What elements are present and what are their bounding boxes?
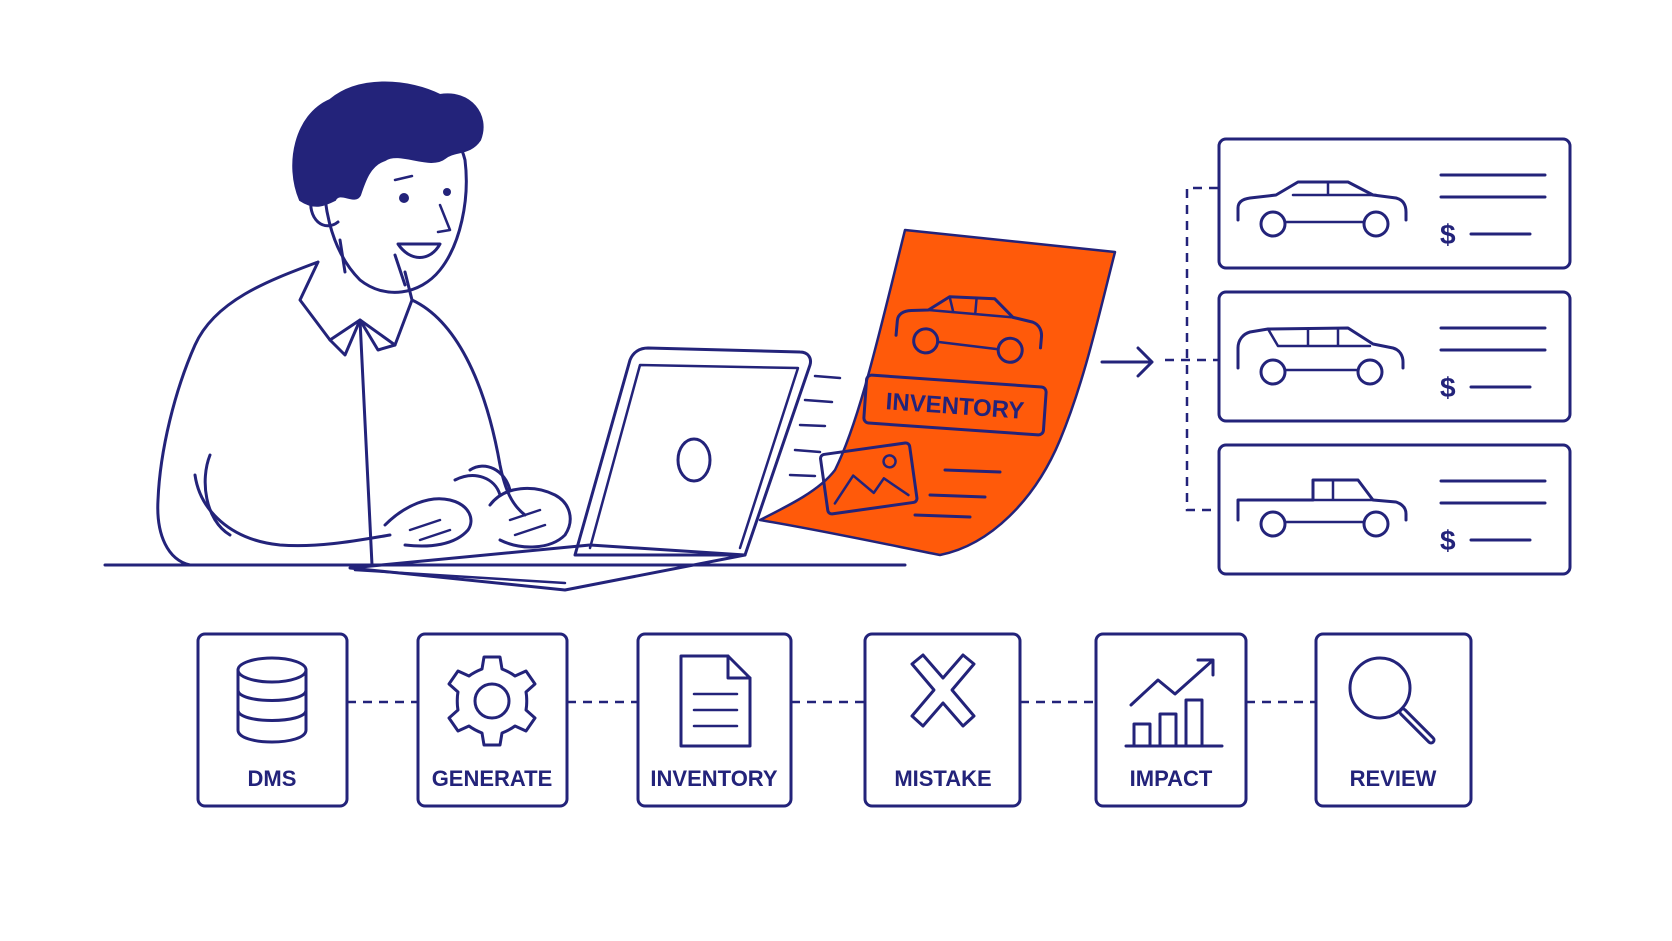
arrow-right-icon [1100,346,1154,378]
listing-cards: $ $ [1217,137,1572,576]
laptop-screen-inner [588,363,800,550]
price-symbol: $ [1440,219,1456,250]
right-eye [443,188,451,196]
gear-icon [447,655,537,747]
left-eye [399,193,409,203]
step-impact: IMPACT [1094,632,1248,808]
left-cuff [203,453,232,537]
suv-icon [1236,326,1405,386]
image-icon [819,441,919,516]
hair [292,81,484,207]
motion-lines [788,374,842,478]
document-icon [679,654,752,748]
pickup-truck-icon [1236,478,1408,538]
price-symbol: $ [1440,525,1456,556]
step-mistake: MISTAKE [863,632,1022,808]
price-symbol: $ [1440,372,1456,403]
step-inventory: INVENTORY [636,632,793,808]
inventory-flyer: INVENTORY [758,228,1117,557]
listing-text-lines [1439,479,1547,505]
listing-card: $ [1217,443,1572,576]
collar [328,318,397,357]
step-label: GENERATE [432,766,553,791]
left-arm [193,473,392,548]
listing-connector [1165,186,1218,512]
step-dms: DMS [196,632,349,808]
database-icon [236,656,308,744]
smile [396,242,442,259]
flyer-sheet [758,228,1117,557]
listing-text-lines [1439,326,1547,352]
listing-card: $ [1217,137,1572,270]
sedan-icon [1236,180,1408,238]
right-fingers [508,508,547,537]
step-generate: GENERATE [416,632,569,808]
nose [436,203,452,234]
listing-card: $ [1217,290,1572,423]
magnifier-icon [1348,656,1436,745]
step-label: IMPACT [1130,766,1213,791]
right-sleeve [453,464,512,497]
neck [338,238,407,287]
step-label: INVENTORY [650,766,777,791]
x-icon [910,653,976,728]
step-review: REVIEW [1314,632,1473,808]
laptop-keyboard [353,568,567,585]
bar-chart-icon [1124,658,1224,748]
left-fingers [408,518,452,542]
laptop-base [348,543,747,592]
person-illustration [103,81,907,567]
step-label: DMS [248,766,297,791]
left-brow [393,174,414,182]
laptop-screen [573,346,812,557]
flyer-text-lines [913,468,1002,519]
left-hand [383,497,473,548]
process-steps: DMS GENERATE INVENTORY MISTAKE [196,632,1473,808]
step-label: REVIEW [1350,766,1437,791]
listing-text-lines [1439,173,1547,199]
right-hand [488,486,572,549]
laptop-logo [676,437,712,483]
step-label: MISTAKE [894,766,991,791]
laptop [348,346,842,592]
car-icon [894,295,1044,364]
